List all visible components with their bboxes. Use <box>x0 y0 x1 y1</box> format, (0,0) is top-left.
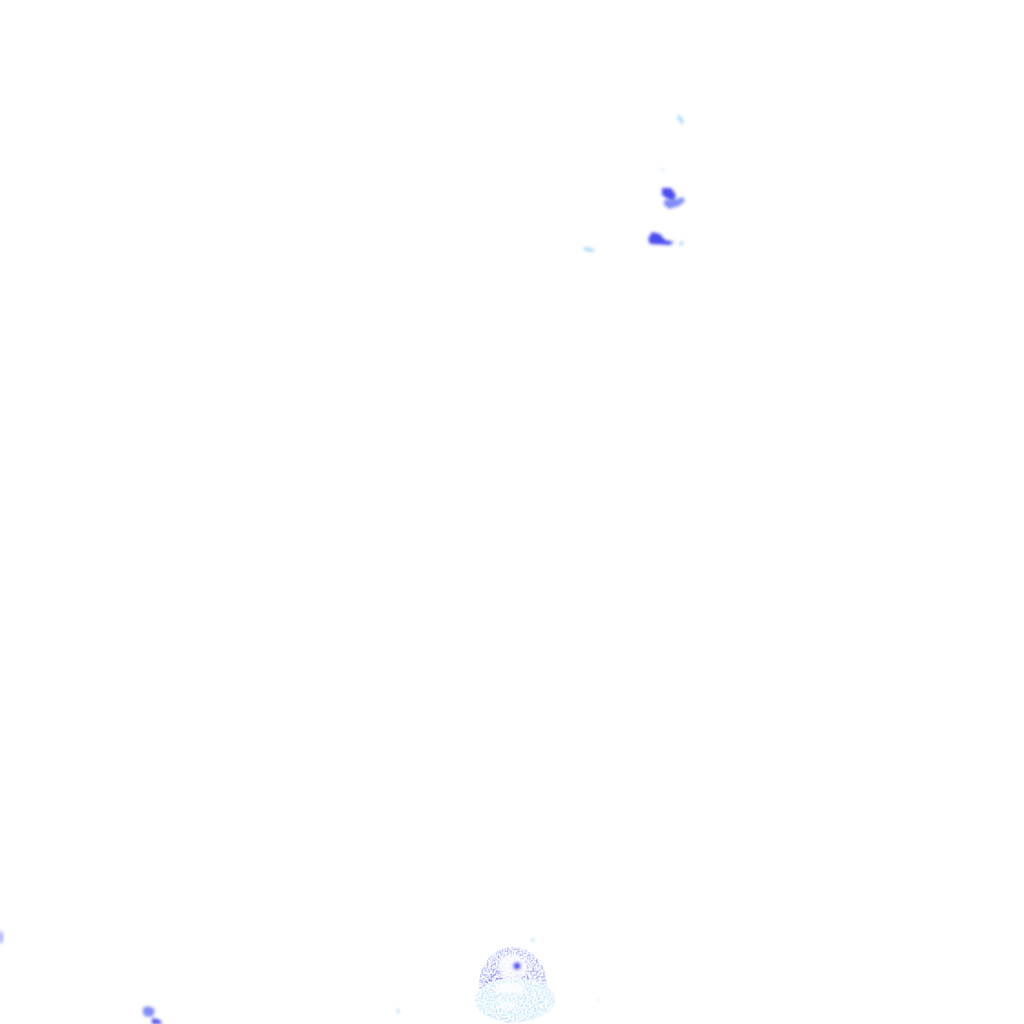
precip-cluster-north <box>583 115 685 252</box>
precip-cell <box>648 232 674 245</box>
precip-cell <box>678 241 684 246</box>
precip-cell <box>664 197 685 209</box>
precip-cell <box>677 115 684 124</box>
precip-cluster-south <box>475 938 555 1023</box>
precip-cell-core <box>496 982 526 994</box>
precip-cell <box>0 930 3 944</box>
precip-cell <box>661 168 665 172</box>
precip-cell-core <box>499 955 527 980</box>
precip-cell <box>396 1009 400 1013</box>
precip-cluster-southwest <box>0 930 599 1024</box>
precip-cell-core <box>500 1001 518 1009</box>
precip-cell <box>662 188 676 200</box>
precip-cell <box>143 1006 155 1017</box>
precip-cell <box>583 247 595 252</box>
precip-cell <box>152 1018 162 1024</box>
precip-cell <box>597 999 599 1001</box>
